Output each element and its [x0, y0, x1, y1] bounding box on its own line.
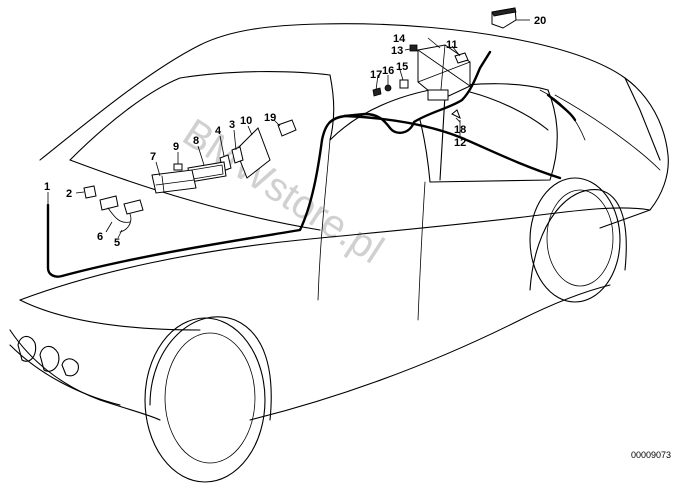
- harness-6-icon: [99, 195, 119, 211]
- amplifier-bracket-icon: [417, 44, 471, 101]
- callout-5: 5: [114, 237, 120, 249]
- callout-12: 12: [454, 137, 466, 149]
- nut-icon: [384, 84, 392, 92]
- screw-18-icon: [451, 109, 461, 120]
- callout-9: 9: [173, 141, 179, 153]
- callout-13: 13: [391, 45, 403, 57]
- clip-icon: [409, 44, 418, 52]
- callout-17: 17: [370, 69, 382, 81]
- callout-2: 2: [66, 188, 72, 200]
- drawing-code: 00009073: [631, 450, 671, 460]
- radio-housing-icon: [151, 169, 197, 194]
- screw-icon: [372, 87, 382, 97]
- callout-15: 15: [396, 61, 408, 73]
- grommet-icon: [399, 79, 409, 89]
- connector-icon: [454, 52, 469, 64]
- callout-6: 6: [97, 231, 103, 243]
- callouts: 1 2 3 4 5 6 7 8 9 10 11 12 13 14 15 16 1…: [44, 15, 546, 249]
- harness-5-icon: [123, 199, 144, 215]
- callout-20: 20: [534, 15, 546, 27]
- car-outline: [9, 23, 669, 483]
- callout-1: 1: [44, 181, 50, 193]
- clip-9-icon: [173, 163, 183, 171]
- callout-18: 18: [454, 124, 466, 136]
- connector-3-icon: [231, 146, 244, 164]
- callout-10: 10: [240, 115, 252, 127]
- antenna-cable: [46, 50, 577, 278]
- leader-lines: [47, 19, 530, 239]
- connector-2-icon: [83, 185, 97, 199]
- components: [83, 7, 517, 233]
- bracket-19-icon: [277, 119, 297, 137]
- panel-10-icon: [235, 127, 271, 179]
- callout-14: 14: [393, 33, 406, 45]
- callout-19: 19: [264, 112, 276, 124]
- callout-3: 3: [229, 119, 235, 131]
- callout-11: 11: [446, 39, 458, 51]
- callout-4: 4: [215, 125, 222, 137]
- callout-16: 16: [382, 65, 394, 77]
- callout-8: 8: [193, 135, 199, 147]
- callout-7: 7: [150, 151, 156, 163]
